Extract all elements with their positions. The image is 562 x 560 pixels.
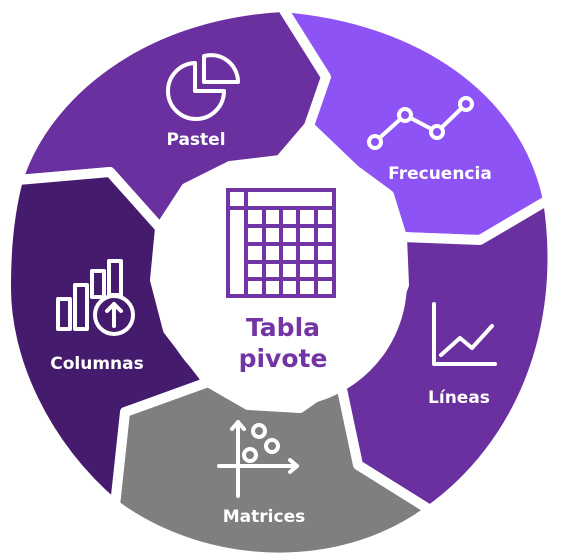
segment-frecuencia	[277, 2, 553, 245]
center-title-line-2: pivote	[239, 344, 328, 373]
line-graph-points-icon	[367, 96, 474, 150]
segment-label-columnas: Columnas	[50, 354, 144, 374]
line-chart-icon	[432, 302, 497, 366]
center-title-line-1: Tabla	[246, 313, 320, 342]
scatter-plot-icon	[217, 420, 299, 498]
segment-label-pastel: Pastel	[166, 130, 225, 150]
bar-chart-growth-icon	[56, 259, 135, 336]
pivot-table-grid-icon	[226, 188, 336, 298]
segment-columnas	[0, 167, 213, 510]
segment-label-matrices: Matrices	[223, 507, 305, 527]
segment-label-frecuencia: Frecuencia	[388, 164, 492, 184]
segment-label-lineas: Líneas	[428, 388, 490, 408]
pie-chart-icon	[166, 53, 240, 121]
